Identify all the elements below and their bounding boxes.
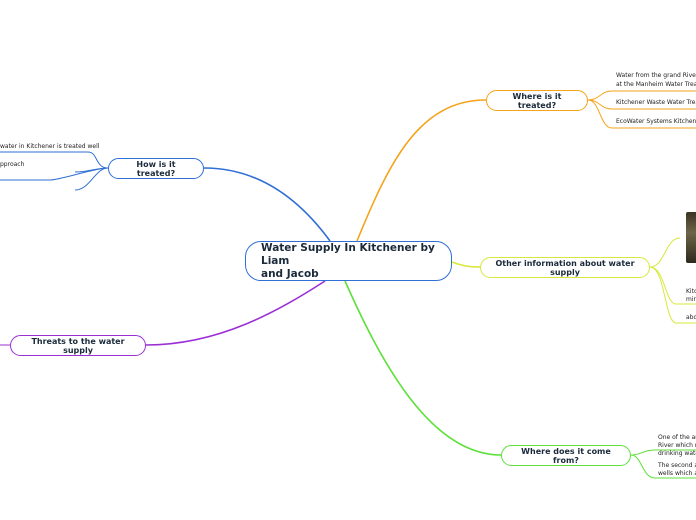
topic-where-from-label: Where does it come from? — [521, 446, 611, 465]
connector-threats — [145, 280, 326, 346]
central-topic-line1: Water Supply In Kitchener by Liam — [261, 241, 435, 267]
topic-where-treated-label: Where is it treated? — [512, 91, 562, 110]
leaf-from-line5[interactable]: wells which a — [658, 470, 696, 477]
topic-threats[interactable]: Threats to the water supply — [10, 335, 146, 356]
topic-threats-label: Threats to the water supply — [31, 336, 125, 355]
topic-other-info-label: Other information about water supply — [495, 258, 635, 277]
central-topic-line2: and Jacob — [261, 267, 319, 280]
leaf-how-approach[interactable]: pproach — [0, 161, 25, 168]
central-topic[interactable]: Water Supply In Kitchener by Liam and Ja… — [245, 241, 452, 281]
topic-how-treated[interactable]: How is it treated? — [108, 158, 204, 179]
leaf-from-line1[interactable]: One of the ar — [658, 434, 696, 441]
topic-other-info[interactable]: Other information about water supply — [480, 257, 650, 278]
leaf-how-treated-well[interactable]: water in Kitchener is treated well — [0, 143, 100, 150]
connector-how-treated — [203, 167, 331, 242]
connector-where-treated — [356, 99, 487, 242]
leaf-treated-manheim[interactable]: at the Manheim Water Treat — [616, 81, 696, 88]
connector-other-info — [451, 261, 481, 268]
leaf-other-kitc[interactable]: Kitc — [686, 288, 696, 295]
leaf-from-line2[interactable]: River which m — [658, 442, 696, 449]
topic-where-treated[interactable]: Where is it treated? — [486, 90, 588, 111]
leaf-treated-waste-water[interactable]: Kitchener Waste Water Treat — [616, 99, 696, 106]
leaf-treated-grand-river[interactable]: Water from the grand River g — [616, 72, 696, 79]
topic-where-from[interactable]: Where does it come from? — [501, 445, 631, 466]
topic-how-treated-label: How is it treated? — [136, 159, 176, 178]
image-thumbnail[interactable] — [686, 212, 696, 263]
leaf-other-abo[interactable]: abo — [686, 314, 696, 321]
leaf-treated-ecowater[interactable]: EcoWater Systems Kitchener — [616, 118, 696, 125]
leaf-other-min[interactable]: min — [686, 296, 696, 303]
connector-where-from — [344, 280, 502, 456]
leaf-from-line3[interactable]: drinking wate — [658, 450, 696, 457]
leaf-from-line4[interactable]: The second a — [658, 462, 696, 469]
